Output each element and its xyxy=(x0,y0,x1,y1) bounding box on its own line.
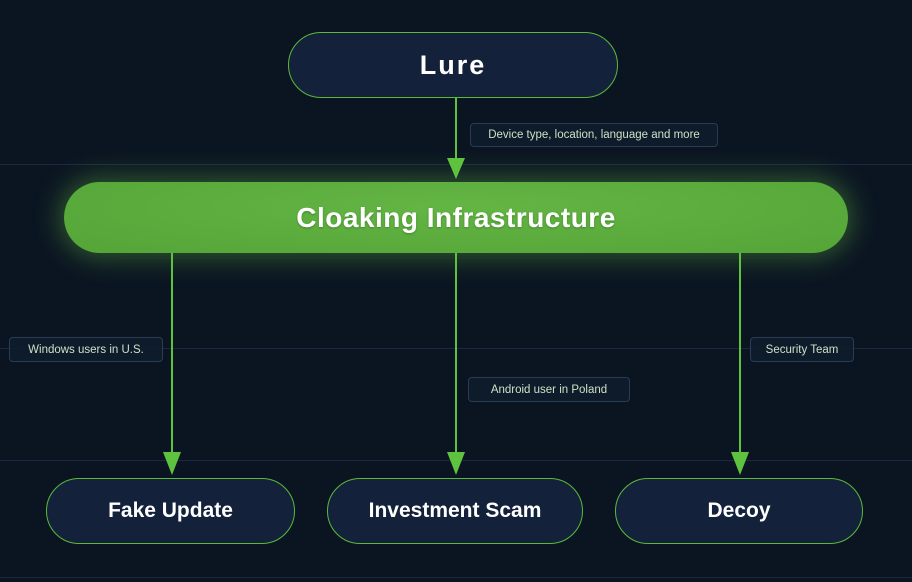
arrowhead-lure-to-cloaking-icon xyxy=(447,158,465,179)
edge-label-windows-users: Windows users in U.S. xyxy=(9,337,163,362)
edge-label-text: Windows users in U.S. xyxy=(28,343,144,356)
node-investment-scam: Investment Scam xyxy=(327,478,583,544)
node-label: Fake Update xyxy=(108,499,233,522)
edge-label-text: Android user in Poland xyxy=(490,383,608,396)
node-label: Decoy xyxy=(707,499,771,522)
edge-label-text: Device type, location, language and more xyxy=(488,129,700,141)
arrowhead-cloaking-to-fake-update-icon xyxy=(163,452,181,475)
arrowhead-cloaking-to-investment-scam-icon xyxy=(447,452,465,475)
node-cloaking-infrastructure: Cloaking Infrastructure xyxy=(64,182,848,253)
node-label: Lure xyxy=(419,49,487,80)
node-fake-update: Fake Update xyxy=(46,478,295,544)
node-lure: Lure xyxy=(288,32,618,98)
node-label: Investment Scam xyxy=(368,499,542,522)
section-divider xyxy=(0,577,912,578)
edge-label-text: Security Team xyxy=(765,343,839,356)
edge-label-device-criteria: Device type, location, language and more xyxy=(470,123,718,147)
node-label: Cloaking Infrastructure xyxy=(296,201,616,233)
edge-label-security-team: Security Team xyxy=(750,337,854,362)
edge-label-android-user: Android user in Poland xyxy=(468,377,630,402)
arrowhead-cloaking-to-decoy-icon xyxy=(731,452,749,475)
node-decoy: Decoy xyxy=(615,478,863,544)
